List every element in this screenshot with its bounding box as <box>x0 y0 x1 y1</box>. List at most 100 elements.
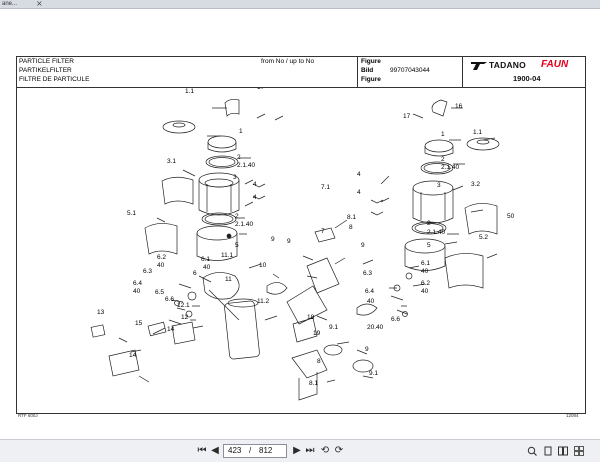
right-gasket-top <box>420 161 454 175</box>
callout-3-2: 3.2 <box>471 181 480 188</box>
callout-10: 10 <box>259 262 267 269</box>
first-page-icon[interactable]: ⏮ <box>197 445 207 456</box>
figure-label-de: Bild <box>361 67 374 74</box>
center-valve-left <box>266 282 288 295</box>
document-tab[interactable]: ane... <box>0 0 30 8</box>
callout-4a: 4 <box>253 181 257 188</box>
tab-close-icon[interactable]: × <box>36 0 43 8</box>
callout-6: 6 <box>193 270 197 277</box>
callout-8b: 8 <box>317 358 321 365</box>
callout-17: 17 <box>257 88 265 91</box>
center-plate-18 <box>292 317 318 343</box>
callout-3-right: 3 <box>437 182 441 189</box>
left-end-cap <box>162 120 196 134</box>
two-page-icon[interactable] <box>558 446 568 456</box>
callout-2-1-40: 2.1.40 <box>237 162 255 169</box>
zoom-icon[interactable] <box>527 446 537 456</box>
callout-6-6-right: 6.6 <box>391 316 400 323</box>
callout-40b-right: 40 <box>421 288 429 295</box>
callout-40b: 40 <box>157 262 165 269</box>
back-view-icon[interactable]: ⟲ <box>320 445 330 456</box>
title-german: PARTIKELFILTER <box>19 67 72 74</box>
callout-2-1-40b-right: 2.1.40 <box>427 229 445 236</box>
left-sensor-14 <box>147 321 167 337</box>
thumbnail-view-icon[interactable] <box>574 446 584 456</box>
callout-19: 19 <box>313 330 321 337</box>
last-page-icon[interactable]: ⏭ <box>305 445 315 456</box>
callout-4a-right: 4 <box>357 171 361 178</box>
left-gasket-top <box>205 155 239 169</box>
callout-15: 15 <box>135 320 143 327</box>
callout-9-1b: 9.1 <box>369 370 378 377</box>
callout-2: 2 <box>237 154 241 161</box>
viewer-toolbar: ⏮ ◀ / 812 ▶ ⏭ ⟲ ⟳ <box>0 439 600 462</box>
title-english: PARTICLE FILTER <box>19 58 74 65</box>
callout-6-1: 6.1 <box>201 256 210 263</box>
previous-page-icon[interactable]: ◀ <box>211 445 219 456</box>
figure-block: Figure Bild 99707043044 Figure <box>358 57 463 88</box>
right-filter-housing <box>412 188 454 224</box>
callout-9-center: 9 <box>287 238 291 245</box>
callout-8-1b: 8.1 <box>309 380 318 387</box>
callout-9-right: 9 <box>361 242 365 249</box>
callout-9: 9 <box>271 236 275 243</box>
callout-5-right: 5 <box>427 242 431 249</box>
left-gasket-mid <box>201 212 237 226</box>
left-bracket <box>171 321 196 345</box>
center-bracket-19 <box>291 349 328 401</box>
left-heat-shield-top <box>161 176 194 205</box>
center-plate-7-1 <box>314 227 336 243</box>
callout-2-1-40-right: 2.1.40 <box>441 164 459 171</box>
callout-2-1-40b: 2.1.40 <box>235 221 253 228</box>
callout-5: 5 <box>235 242 239 249</box>
page-indicator: / 812 <box>223 444 287 458</box>
exploded-view-drawing: 1.1 16 17 1 2 2.1.40 3.1 3 4 4 2 2.1.40 … <box>90 88 515 401</box>
single-page-icon[interactable] <box>543 446 553 456</box>
callout-2-right: 2 <box>441 156 445 163</box>
callout-11-2: 11.2 <box>257 298 270 305</box>
left-mount-plate <box>108 349 140 377</box>
serial-range: from No / up to No <box>261 58 315 65</box>
right-heat-shield-bottom <box>444 253 484 289</box>
figure-label-fr: Figure <box>361 76 381 83</box>
right-end-cap <box>466 137 500 151</box>
center-mount-frame <box>286 257 340 325</box>
brand-faun: FAUN <box>541 59 569 70</box>
right-gasket-mid <box>411 221 447 235</box>
callout-1-right: 1 <box>441 131 445 138</box>
page-number-input[interactable] <box>228 445 250 457</box>
tadano-logo-icon <box>471 62 487 70</box>
callout-1-1-right: 1.1 <box>473 129 482 136</box>
left-heat-shield-bottom <box>144 223 178 255</box>
callout-5-2: 5.2 <box>479 234 488 241</box>
page-total: 812 <box>259 446 273 455</box>
callout-40c: 40 <box>133 288 141 295</box>
callout-16-right: 16 <box>455 103 463 110</box>
callout-9-lower: 9 <box>365 346 369 353</box>
parts-drawing-sheet: PARTICLE FILTER PARTIKELFILTER FILTRE DE… <box>16 56 586 414</box>
callout-1-1: 1.1 <box>185 88 194 95</box>
callout-12-1: 12.1 <box>177 302 190 309</box>
forward-view-icon[interactable]: ⟳ <box>334 445 344 456</box>
left-clamps <box>252 183 266 200</box>
callout-5-1: 5.1 <box>127 210 136 217</box>
callout-6-3: 6.3 <box>143 268 152 275</box>
center-valve-9-1 <box>323 344 343 356</box>
callout-7-1: 7.1 <box>321 184 330 191</box>
callout-11-1: 11.1 <box>221 252 234 259</box>
callout-7: 7 <box>321 228 325 235</box>
callout-18: 18 <box>307 314 315 321</box>
callout-14a: 14 <box>167 326 175 333</box>
callout-6-5: 6.5 <box>155 289 164 296</box>
next-page-icon[interactable]: ▶ <box>293 445 301 456</box>
callout-6-6: 6.6 <box>165 296 174 303</box>
document-tab-title: ane... <box>2 1 18 7</box>
callout-2b-right: 2 <box>427 220 431 227</box>
callout-3-1: 3.1 <box>167 158 176 165</box>
side-number: 50 <box>507 213 515 220</box>
callout-6-4-right: 6.4 <box>365 288 374 295</box>
callout-4b: 4 <box>253 194 257 201</box>
callout-12: 12 <box>181 314 189 321</box>
callout-6-2: 6.2 <box>157 254 166 261</box>
left-catalyst <box>196 233 238 261</box>
